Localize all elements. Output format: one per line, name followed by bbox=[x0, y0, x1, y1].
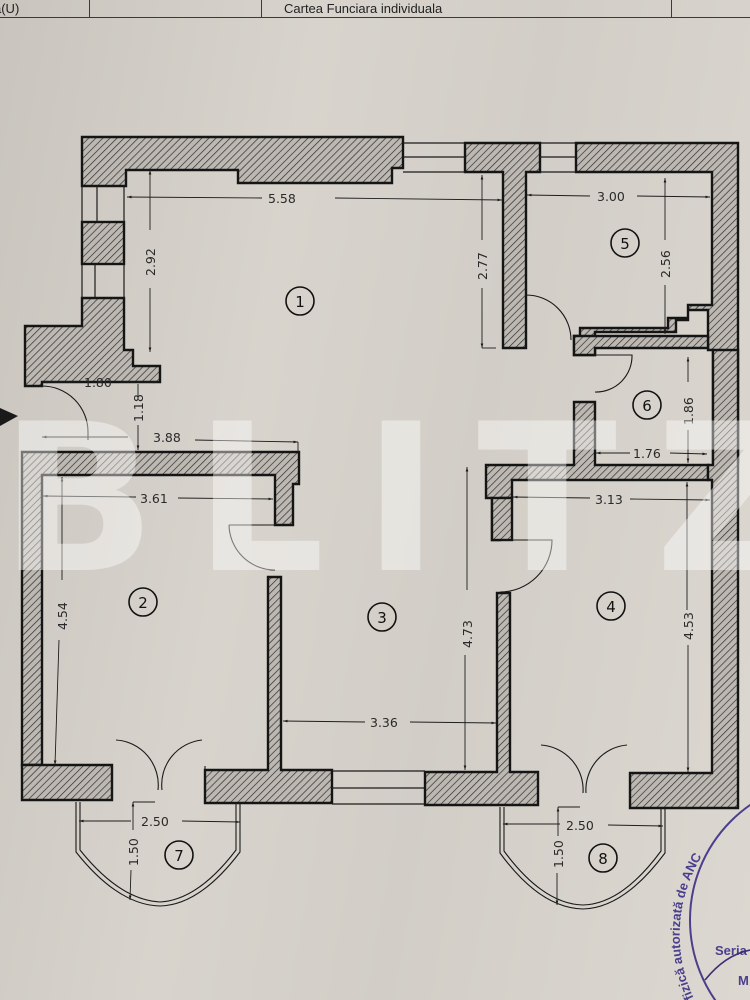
wall-outer-right-lower bbox=[628, 348, 740, 810]
dim-r5-height: 2.56 bbox=[658, 250, 673, 278]
wall-room6-left bbox=[484, 400, 710, 542]
svg-text:2: 2 bbox=[138, 594, 148, 612]
header-cell-title: Cartea Funciara individuala bbox=[262, 0, 672, 17]
wall-room5-room6 bbox=[572, 334, 710, 357]
balcony-8-outline-inner bbox=[503, 807, 662, 906]
window-top-room1 bbox=[403, 142, 465, 173]
dim-r1-right-height: 2.77 bbox=[475, 252, 490, 280]
room-label-6: 6 bbox=[632, 390, 662, 420]
dim-r7-width: 2.50 bbox=[141, 814, 169, 829]
document-header-table: a(U) Cartea Funciara individuala bbox=[0, 0, 750, 18]
door-balcony8 bbox=[537, 744, 631, 806]
svg-text:6: 6 bbox=[642, 397, 652, 415]
stamp-initial-text: M bbox=[738, 973, 749, 988]
wall-room1-room5 bbox=[463, 141, 542, 350]
header-cell-left: a(U) bbox=[0, 0, 90, 17]
dim-r1-left-height: 2.92 bbox=[143, 248, 158, 276]
wall-room3-room4-upper bbox=[490, 496, 514, 542]
entrance-arrow-icon bbox=[0, 408, 18, 426]
door-room5 bbox=[525, 294, 572, 341]
dimension-lines bbox=[42, 170, 711, 905]
wall-entry-block bbox=[23, 296, 162, 388]
room-label-3: 3 bbox=[367, 602, 397, 632]
wall-left-pier bbox=[80, 220, 126, 266]
dim-r2-width: 3.61 bbox=[140, 491, 168, 506]
window-top-room5 bbox=[540, 142, 576, 173]
stamp-series-text: Seria bbox=[715, 943, 748, 958]
svg-text:7: 7 bbox=[174, 847, 184, 865]
wall-room2-bottom-right bbox=[203, 575, 334, 805]
svg-text:4: 4 bbox=[606, 598, 616, 616]
doors bbox=[41, 294, 633, 806]
dim-r4-height: 4.53 bbox=[681, 612, 696, 640]
dim-r8-width: 2.50 bbox=[566, 818, 594, 833]
room-label-8: 8 bbox=[588, 843, 618, 873]
dim-r2-outer-width: 3.88 bbox=[153, 430, 181, 445]
header-title-text: Cartea Funciara individuala bbox=[284, 1, 443, 16]
official-stamp: fizică autorizată de ANC Seria M bbox=[668, 803, 750, 1000]
dim-r6-height: 1.86 bbox=[681, 397, 696, 425]
dim-entry-width: 1.80 bbox=[84, 375, 112, 390]
door-room4 bbox=[499, 539, 553, 593]
window-left-upper bbox=[81, 186, 125, 222]
windows bbox=[81, 142, 576, 805]
dim-r6-width: 1.76 bbox=[633, 446, 661, 461]
wall-top-room1 bbox=[80, 135, 405, 188]
svg-text:5: 5 bbox=[620, 235, 630, 253]
dim-r1-width: 5.58 bbox=[268, 191, 296, 206]
door-entrance bbox=[41, 385, 89, 440]
dim-r5-width: 3.00 bbox=[597, 189, 625, 204]
dimension-labels: 5.58 2.92 2.77 3.00 2.56 1.80 1.18 3.88 … bbox=[55, 189, 696, 868]
wall-room3-bottom bbox=[423, 591, 540, 807]
dim-entry-depth: 1.18 bbox=[131, 394, 146, 422]
balconies bbox=[75, 802, 666, 910]
dim-r3-width: 3.36 bbox=[370, 715, 398, 730]
door-balcony7 bbox=[111, 739, 206, 800]
header-left-text: a(U) bbox=[0, 1, 20, 16]
room-label-7: 7 bbox=[164, 840, 194, 870]
svg-text:8: 8 bbox=[598, 850, 608, 868]
room-label-5: 5 bbox=[610, 228, 640, 258]
balcony-7-outline-inner bbox=[79, 802, 237, 903]
dim-r8-depth: 1.50 bbox=[551, 840, 566, 868]
room-labels: 1 2 3 4 5 6 7 8 bbox=[128, 228, 662, 873]
dim-r7-depth: 1.50 bbox=[126, 838, 141, 866]
room-label-4: 4 bbox=[596, 591, 626, 621]
dim-r4-width: 3.13 bbox=[595, 492, 623, 507]
header-cell-empty bbox=[90, 0, 262, 17]
room-label-2: 2 bbox=[128, 587, 158, 617]
svg-text:3: 3 bbox=[377, 609, 387, 627]
wall-room2-bottom-left bbox=[20, 763, 114, 802]
dim-r2-height: 4.54 bbox=[55, 602, 70, 630]
dim-r3-height: 4.73 bbox=[460, 620, 475, 648]
room-label-1: 1 bbox=[285, 286, 315, 316]
door-room6 bbox=[594, 354, 633, 393]
window-bottom-room3 bbox=[332, 770, 425, 805]
door-room2 bbox=[228, 524, 276, 571]
walls bbox=[20, 135, 740, 810]
window-left-lower bbox=[81, 264, 125, 298]
svg-text:1: 1 bbox=[295, 293, 305, 311]
balcony-8-outline bbox=[499, 807, 666, 910]
balcony-7-outline bbox=[75, 802, 241, 907]
